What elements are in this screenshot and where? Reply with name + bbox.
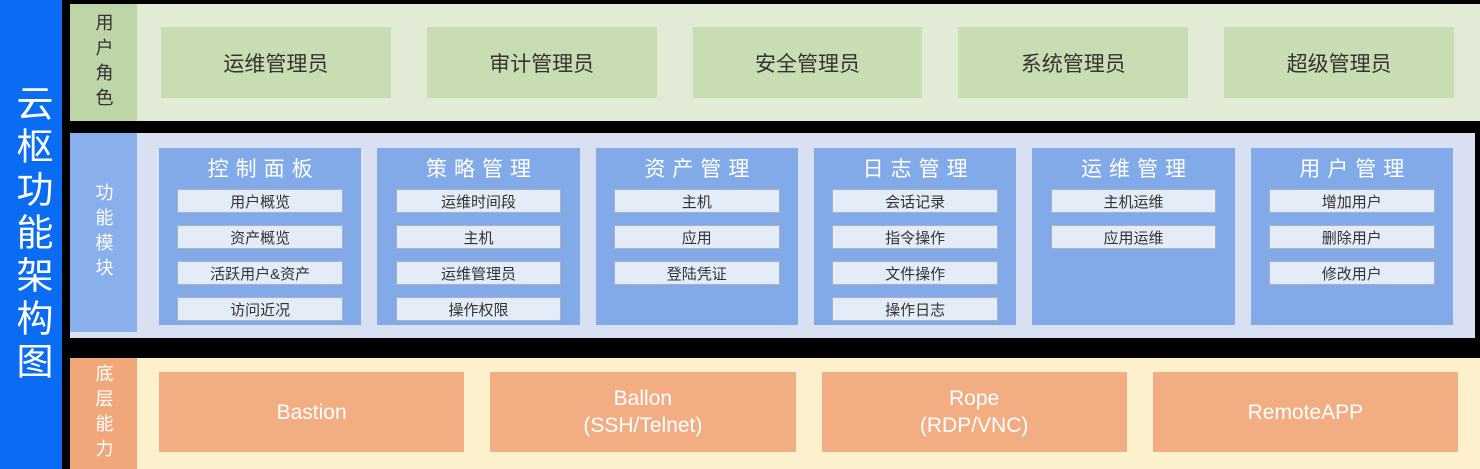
module-item: 操作权限 — [395, 297, 562, 321]
module-column: 运维管理主机运维应用运维 — [1032, 148, 1235, 325]
module-item: 修改用户 — [1268, 261, 1435, 285]
module-item-list: 增加用户删除用户修改用户 — [1268, 189, 1435, 285]
module-item: 应用运维 — [1050, 225, 1217, 249]
base-capabilities-section: 底层能力 Bastion Ballon (SSH/Telnet) Rope (RDP/V… — [70, 358, 1480, 469]
capabilities-row: Bastion Ballon (SSH/Telnet) Rope (RDP/VNC) Re… — [137, 358, 1480, 469]
capability-box: RemoteAPP — [1152, 372, 1458, 452]
module-item: 用户概览 — [177, 189, 344, 213]
module-column-title: 运维管理 — [1080, 158, 1193, 181]
module-item: 资产概览 — [177, 225, 344, 249]
module-item-list: 主机运维应用运维 — [1050, 189, 1217, 249]
role-box: 系统管理员 — [958, 27, 1189, 98]
function-modules-label: 功能模块 — [70, 133, 137, 332]
role-box: 审计管理员 — [426, 27, 657, 98]
section-separator — [70, 338, 1480, 358]
module-item: 登陆凭证 — [613, 261, 780, 285]
diagram-vertical-title: 云枢功能架构图 — [0, 0, 62, 469]
function-modules-section: 功能模块 控制面板用户概览资产概览活跃用户&资产访问近况策略管理运维时间段主机运… — [70, 133, 1480, 338]
module-column-title: 日志管理 — [862, 158, 975, 181]
module-item: 文件操作 — [832, 261, 999, 285]
module-item: 操作日志 — [832, 297, 999, 321]
module-columns-row: 控制面板用户概览资产概览活跃用户&资产访问近况策略管理运维时间段主机运维管理员操… — [137, 133, 1475, 338]
module-item: 增加用户 — [1268, 189, 1435, 213]
role-box: 超级管理员 — [1224, 27, 1454, 98]
module-column-title: 用户管理 — [1299, 158, 1412, 181]
module-item: 删除用户 — [1268, 225, 1435, 249]
capability-box: Bastion — [159, 372, 465, 452]
role-box: 运维管理员 — [161, 27, 391, 98]
module-item: 主机 — [395, 225, 562, 249]
module-column: 控制面板用户概览资产概览活跃用户&资产访问近况 — [159, 148, 362, 325]
capability-box: Rope (RDP/VNC) — [821, 372, 1127, 452]
user-roles-row: 运维管理员审计管理员安全管理员系统管理员超级管理员 — [137, 4, 1480, 121]
module-item: 运维管理员 — [395, 261, 562, 285]
module-item: 会话记录 — [832, 189, 999, 213]
module-item-list: 运维时间段主机运维管理员操作权限 — [395, 189, 562, 321]
module-column: 用户管理增加用户删除用户修改用户 — [1250, 148, 1453, 325]
module-item: 主机运维 — [1050, 189, 1217, 213]
module-item: 指令操作 — [832, 225, 999, 249]
user-roles-section: 用户角色 运维管理员审计管理员安全管理员系统管理员超级管理员 — [70, 4, 1480, 121]
module-column-title: 控制面板 — [207, 158, 320, 181]
capability-box-line: RemoteAPP — [1247, 400, 1364, 424]
module-item: 应用 — [613, 225, 780, 249]
module-item: 运维时间段 — [395, 189, 562, 213]
sidebar-divider — [62, 0, 70, 469]
module-item-list: 主机应用登陆凭证 — [613, 189, 780, 285]
module-column: 日志管理会话记录指令操作文件操作操作日志 — [813, 148, 1017, 325]
module-column: 资产管理主机应用登陆凭证 — [595, 148, 798, 325]
user-roles-label: 用户角色 — [70, 4, 137, 121]
module-item: 活跃用户&资产 — [177, 261, 344, 285]
module-column-title: 资产管理 — [644, 158, 757, 181]
base-capabilities-label: 底层能力 — [70, 358, 137, 469]
module-item: 主机 — [613, 189, 780, 213]
section-separator — [70, 121, 1480, 133]
diagram-content: 用户角色 运维管理员审计管理员安全管理员系统管理员超级管理员 功能模块 控制面板… — [70, 0, 1480, 469]
capability-box: Ballon (SSH/Telnet) — [490, 372, 796, 452]
module-item-list: 会话记录指令操作文件操作操作日志 — [832, 189, 999, 321]
role-box: 安全管理员 — [692, 27, 923, 98]
capability-box-line: Bastion — [276, 400, 347, 424]
module-column-title: 策略管理 — [425, 158, 538, 181]
capability-box-line: (SSH/Telnet) — [583, 414, 703, 437]
module-column: 策略管理运维时间段主机运维管理员操作权限 — [377, 148, 580, 325]
capability-box-line: Ballon — [613, 387, 673, 410]
module-item: 访问近况 — [177, 297, 344, 321]
module-item-list: 用户概览资产概览活跃用户&资产访问近况 — [177, 189, 344, 321]
capability-box-line: (RDP/VNC) — [919, 414, 1029, 437]
capability-box-line: Rope — [949, 387, 1000, 410]
